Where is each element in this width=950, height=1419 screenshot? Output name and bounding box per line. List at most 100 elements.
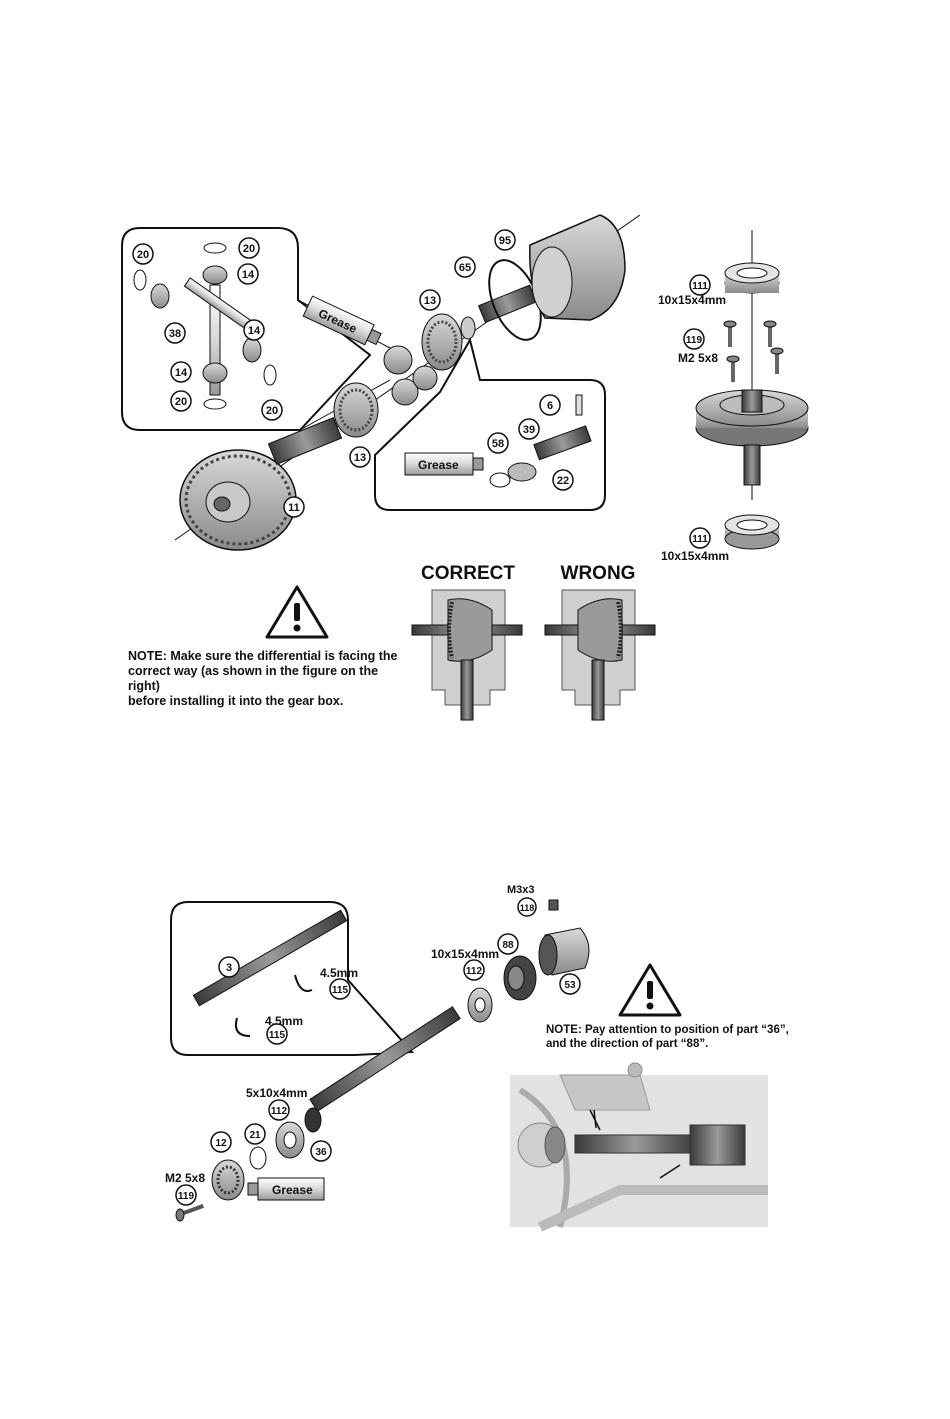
- callout-95: 95: [494, 229, 516, 251]
- svg-text:20: 20: [175, 396, 187, 408]
- wrong-orientation-illustration: [544, 589, 656, 721]
- bevel-gear-13-lower: [333, 382, 379, 438]
- callout-20d: 20: [261, 399, 283, 421]
- screw-119: [175, 1204, 204, 1222]
- svg-text:119: 119: [178, 1191, 195, 1202]
- svg-text:53: 53: [564, 980, 576, 991]
- svg-text:95: 95: [499, 235, 511, 247]
- wrong-label: WRONG: [561, 563, 636, 584]
- warning-icon: [265, 585, 329, 639]
- callout-39: 39: [518, 418, 540, 440]
- note-shaft: NOTE: Pay attention to position of part …: [546, 1023, 806, 1051]
- callout-20c: 20: [170, 390, 192, 412]
- note2-line-2: and the direction of part “88”.: [546, 1038, 709, 1050]
- svg-text:112: 112: [271, 1106, 288, 1117]
- callout-115b: 115: [266, 1023, 288, 1045]
- callout-111b: 111: [689, 527, 711, 549]
- callout-38: 38: [164, 322, 186, 344]
- callout-21: 21: [244, 1123, 266, 1145]
- grease-tube-3: Grease: [247, 1177, 325, 1201]
- callout-14a: 14: [237, 263, 259, 285]
- callout-115a: 115: [329, 978, 351, 1000]
- output-shaft: [267, 417, 343, 465]
- svg-text:22: 22: [557, 475, 569, 487]
- callout-112a: 112: [463, 959, 485, 981]
- callout-20a: 20: [238, 237, 260, 259]
- svg-text:39: 39: [523, 424, 535, 436]
- bearing-111-top: [724, 262, 780, 294]
- diff-case-95: [529, 214, 626, 321]
- shim-21: [249, 1146, 267, 1170]
- part-88: [503, 955, 537, 1001]
- callout-119b: 119: [175, 1184, 197, 1206]
- svg-text:36: 36: [315, 1147, 327, 1158]
- svg-text:58: 58: [492, 438, 504, 450]
- callout-112b: 112: [268, 1099, 290, 1121]
- cup-53: [538, 927, 590, 976]
- svg-text:14: 14: [175, 367, 188, 379]
- grease-label-2: Grease: [418, 458, 459, 472]
- callout-111a: 111: [689, 274, 711, 296]
- washer-36: [304, 1107, 322, 1133]
- bearing-size-top: 10x15x4mm: [658, 293, 726, 307]
- svg-text:111: 111: [692, 534, 708, 545]
- svg-text:12: 12: [215, 1138, 227, 1149]
- note-differential: NOTE: Make sure the differential is faci…: [128, 649, 408, 709]
- svg-text:11: 11: [288, 502, 300, 514]
- note-line-3: before installing it into the gear box.: [128, 694, 344, 708]
- svg-text:14: 14: [248, 325, 261, 337]
- callout-36: 36: [310, 1140, 332, 1162]
- screw-size: M2 5x8: [678, 351, 718, 365]
- callout-119: 119: [683, 328, 705, 350]
- bearing-112-lower: [275, 1121, 305, 1159]
- screw-size-2: M2 5x8: [165, 1171, 205, 1185]
- installation-illustration: [510, 1062, 768, 1232]
- svg-text:21: 21: [249, 1130, 261, 1141]
- bearing-size-2: 5x10x4mm: [246, 1086, 307, 1100]
- clip-size-1: 4.5mm: [320, 966, 358, 980]
- note-line-2: correct way (as shown in the figure on t…: [128, 664, 379, 693]
- grease-label-3: Grease: [272, 1183, 313, 1197]
- svg-text:118: 118: [520, 903, 535, 913]
- pinion-12: [211, 1159, 245, 1201]
- diff-shaft-upper: [477, 284, 537, 324]
- part-callouts: 95 65 13 13 11 6 39 58 22 20 20 14 38 14…: [132, 229, 574, 518]
- callout-65: 65: [454, 256, 476, 278]
- note-line-1: NOTE: Make sure the differential is faci…: [128, 649, 398, 663]
- diff-gear-body: [695, 389, 809, 486]
- svg-text:13: 13: [424, 295, 436, 307]
- callout-58: 58: [487, 432, 509, 454]
- svg-text:20: 20: [243, 243, 255, 255]
- callout-22: 22: [552, 469, 574, 491]
- inset-gear-parts: [133, 242, 277, 410]
- correct-label: CORRECT: [421, 563, 515, 584]
- callout-13b: 13: [349, 446, 371, 468]
- svg-text:88: 88: [502, 940, 514, 951]
- svg-text:38: 38: [169, 328, 181, 340]
- callout-14b: 14: [243, 319, 265, 341]
- bearing-111-bottom: [724, 514, 780, 550]
- callout-11: 11: [283, 496, 305, 518]
- svg-text:3: 3: [226, 962, 232, 974]
- spur-gear-11: [179, 449, 297, 551]
- svg-text:111: 111: [692, 281, 708, 292]
- bevel-gear-13-upper: [421, 313, 463, 371]
- screws-119: [723, 320, 784, 382]
- svg-text:65: 65: [459, 262, 471, 274]
- inset-shaft-parts: Grease: [404, 394, 592, 488]
- svg-text:6: 6: [547, 400, 553, 412]
- inset-box-shaft-2: [170, 901, 415, 1057]
- svg-text:115: 115: [269, 1030, 286, 1041]
- callout-118: 118: [517, 897, 537, 917]
- svg-text:115: 115: [332, 985, 349, 996]
- assembled-differential: 10x15x4mm 111 119 M2 5x8 111 10x15x4mm: [658, 230, 809, 563]
- callout-12: 12: [210, 1131, 232, 1153]
- svg-text:20: 20: [137, 249, 149, 261]
- svg-text:112: 112: [466, 966, 483, 977]
- warning-icon-2: [618, 963, 682, 1017]
- differential-exploded-view: Grease Grease 95 65 13 13 11 6 39 58 22 …: [121, 214, 809, 721]
- correct-orientation-illustration: [411, 589, 523, 721]
- svg-text:14: 14: [242, 269, 255, 281]
- callout-6: 6: [539, 394, 561, 416]
